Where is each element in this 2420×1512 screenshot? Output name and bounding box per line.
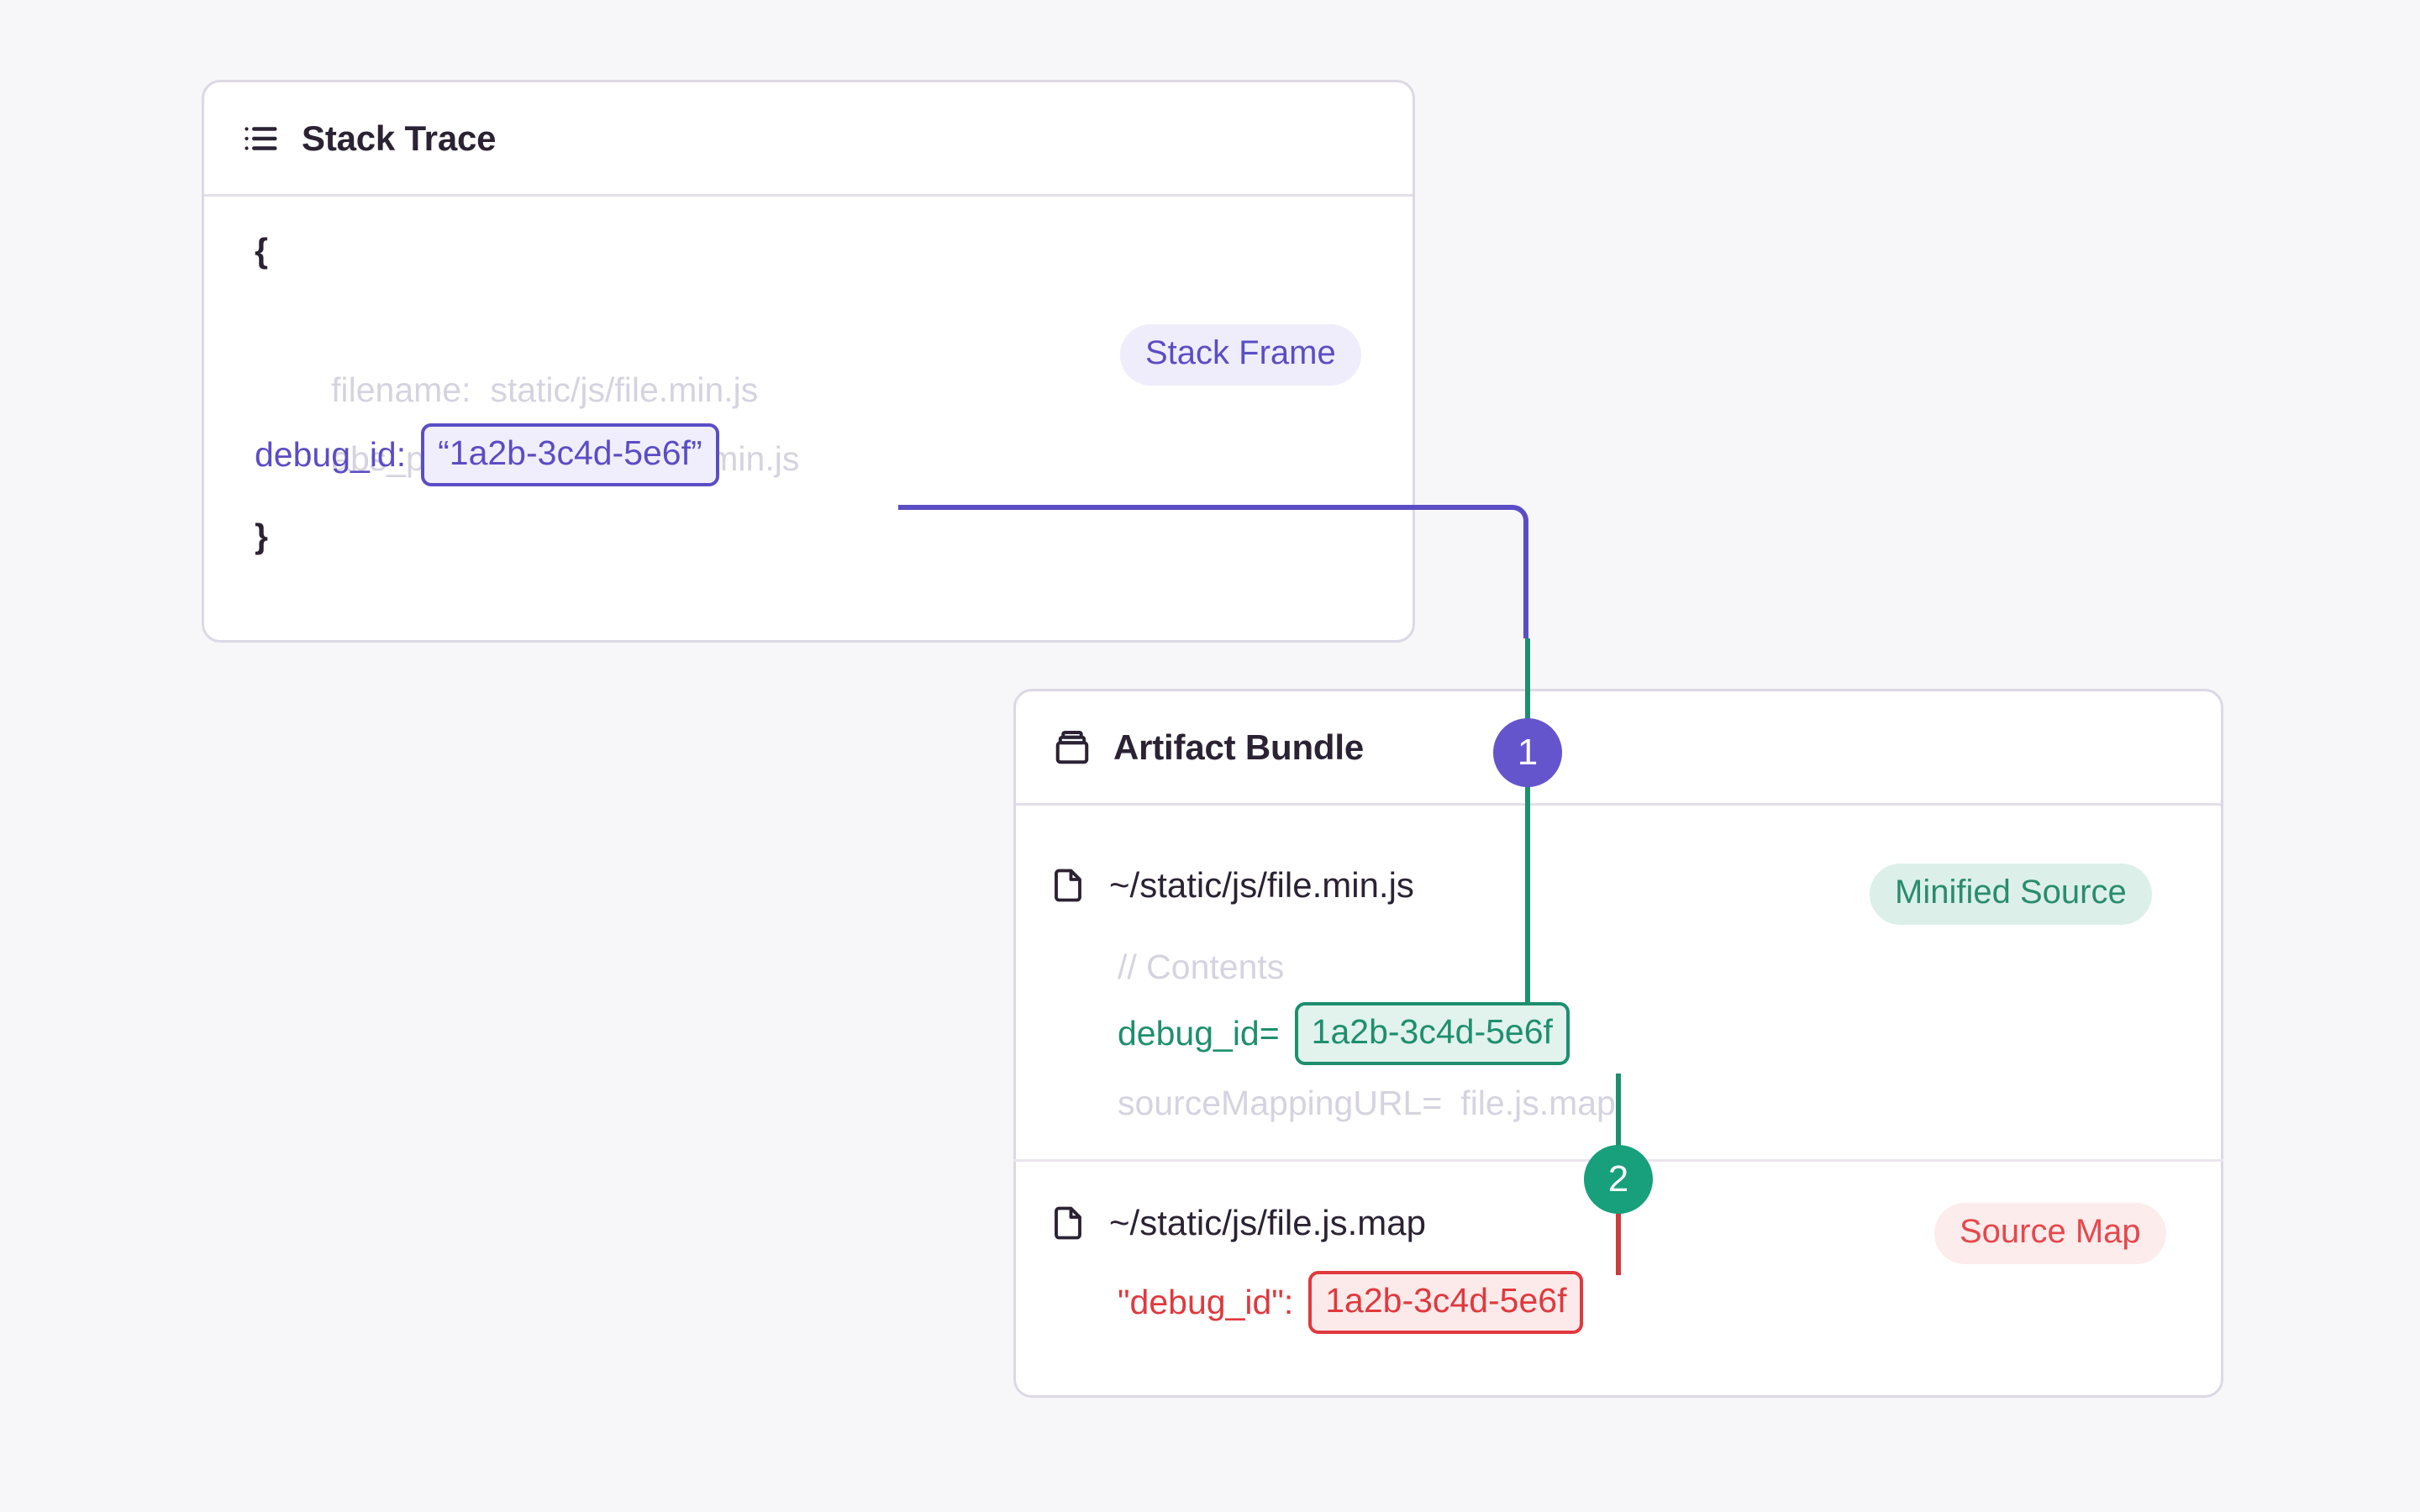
filename-value: static/js/file.min.js — [490, 370, 759, 409]
source-mapping-value: file.js.map — [1460, 1084, 1616, 1122]
artifact-file-row-minified[interactable]: ~/static/js/file.min.js — [1050, 865, 1414, 906]
bundle-icon — [1053, 728, 1092, 767]
minified-debug-id-value[interactable]: 1a2b-3c4d-5e6f — [1294, 1002, 1570, 1065]
sourcemap-debug-id-value[interactable]: 1a2b-3c4d-5e6f — [1308, 1271, 1584, 1334]
artifact-bundle-header: Artifact Bundle — [1016, 691, 2221, 806]
code-line-filename: filename: static/js/file.min.js — [255, 289, 758, 491]
filename-key: filename: — [331, 370, 471, 409]
stack-trace-header: Stack Trace — [204, 82, 1413, 197]
stack-trace-debug-id-value[interactable]: “1a2b-3c4d-5e6f” — [421, 423, 719, 486]
source-mapping-key: sourceMappingURL= — [1118, 1084, 1443, 1122]
sourcemap-debug-id-line: "debug_id": 1a2b-3c4d-5e6f — [1118, 1271, 1584, 1334]
code-brace-open: { — [255, 231, 268, 270]
stack-trace-title: Stack Trace — [302, 118, 497, 158]
debug-id-key: debug_id: — [255, 435, 407, 474]
artifact-file-row-sourcemap[interactable]: ~/static/js/file.js.map — [1050, 1203, 1426, 1243]
minified-debug-id-key: debug_id= — [1118, 1014, 1280, 1053]
source-map-badge: Source Map — [1934, 1203, 2166, 1264]
code-brace-close: } — [255, 517, 268, 555]
step-marker-1: 1 — [1493, 718, 1562, 787]
minified-source-badge: Minified Source — [1870, 864, 2152, 925]
sourcemap-debug-id-key: "debug_id": — [1118, 1283, 1294, 1321]
artifact-file-name-minified: ~/static/js/file.min.js — [1109, 865, 1414, 905]
minified-source-mapping-line: sourceMappingURL= file.js.map — [1118, 1084, 1616, 1123]
minified-debug-id-line: debug_id= 1a2b-3c4d-5e6f — [1118, 1002, 1570, 1065]
stack-trace-card: Stack Trace { filename: static/js/file.m… — [202, 80, 1415, 643]
file-icon — [1050, 865, 1086, 906]
list-icon — [241, 119, 280, 158]
artifact-bundle-card: Artifact Bundle — [1013, 689, 2223, 1398]
minified-contents-comment: // Contents — [1118, 948, 1285, 986]
step-marker-2: 2 — [1584, 1145, 1653, 1214]
code-line-debug-id: debug_id: “1a2b-3c4d-5e6f” — [255, 423, 719, 486]
file-icon — [1050, 1203, 1086, 1243]
artifact-file-name-sourcemap: ~/static/js/file.js.map — [1109, 1203, 1426, 1242]
artifact-bundle-title: Artifact Bundle — [1113, 727, 1365, 767]
stack-frame-badge: Stack Frame — [1120, 324, 1361, 386]
